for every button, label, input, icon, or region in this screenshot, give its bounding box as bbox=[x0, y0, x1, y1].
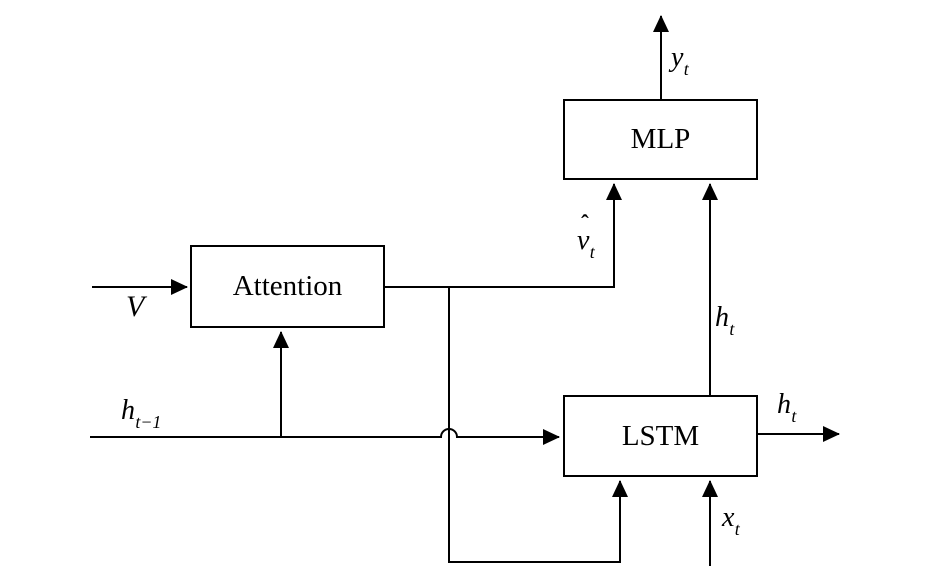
label-h-t-out: ht bbox=[777, 389, 796, 425]
label-y-out-base: y bbox=[671, 42, 684, 73]
label-h-prev: ht−1 bbox=[121, 395, 161, 431]
edge-attention-to-mlp bbox=[384, 183, 622, 288]
lstm-box: LSTM bbox=[563, 395, 758, 477]
label-h-t-mid: ht bbox=[715, 302, 734, 338]
mlp-box: MLP bbox=[563, 99, 758, 180]
attention-box-label: Attention bbox=[232, 270, 343, 302]
label-h-prev-sub: t−1 bbox=[135, 411, 162, 432]
label-x-input: xt bbox=[722, 502, 740, 538]
attention-box: Attention bbox=[190, 245, 385, 328]
label-h-t-out-sub: t bbox=[791, 405, 797, 426]
label-y-out: yt bbox=[671, 42, 689, 78]
label-v-hat-base: v bbox=[577, 225, 590, 256]
label-x-input-sub: t bbox=[734, 518, 740, 539]
edge-attention-branch-to-lstm bbox=[448, 287, 628, 563]
label-h-t-out-base: h bbox=[777, 389, 791, 420]
label-x-input-base: x bbox=[722, 502, 735, 533]
label-v-hat-circumflex: ˆ bbox=[581, 210, 589, 236]
edge-hprev-to-lstm bbox=[90, 428, 560, 445]
label-v-input: V bbox=[126, 292, 144, 322]
label-v-input-base: V bbox=[126, 290, 145, 323]
label-h-t-mid-base: h bbox=[715, 302, 729, 333]
label-h-t-mid-sub: t bbox=[729, 318, 735, 339]
mlp-box-label: MLP bbox=[630, 123, 691, 155]
label-v-hat-sub: t bbox=[589, 241, 595, 262]
label-y-out-sub: t bbox=[683, 58, 689, 79]
label-h-prev-base: h bbox=[121, 395, 135, 426]
lstm-box-label: LSTM bbox=[621, 419, 700, 452]
